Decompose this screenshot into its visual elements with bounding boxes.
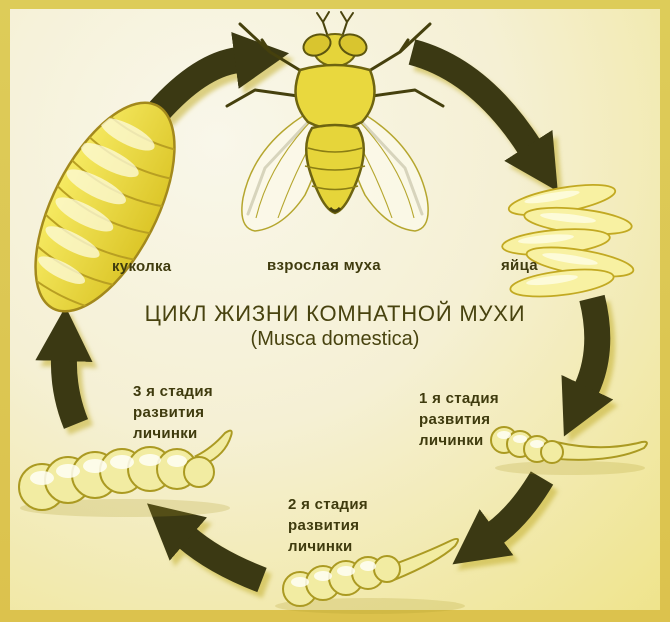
diagram-title: ЦИКЛ ЖИЗНИ КОМНАТНОЙ МУХИ [144, 301, 526, 326]
pupa-label: куколка [112, 258, 172, 275]
arrow-larva2-to-larva3-icon [147, 503, 267, 593]
diagram-subtitle: (Musca domestica) [250, 328, 420, 350]
eggs-illustration [501, 184, 635, 298]
larva-stage1-label: 1 я стадия развития личинки [419, 390, 499, 449]
larva-stage3-illustration [18, 429, 233, 517]
eggs-label: яйца [501, 257, 538, 274]
adult-fly-illustration [225, 11, 445, 232]
arrow-larva1-to-larva2-icon [452, 471, 554, 565]
arrow-pupa-to-adult-icon [148, 32, 290, 121]
adult-fly-label: взрослая муха [267, 257, 381, 274]
pupa-illustration [16, 101, 195, 314]
arrow-eggs-to-larva1-icon [561, 294, 614, 437]
cycle-arrows [35, 32, 614, 593]
larva-stage2-label: 2 я стадия развития личинки [288, 496, 368, 555]
larva-stage1-illustration [490, 426, 648, 475]
arrow-adult-to-eggs-icon [408, 39, 558, 192]
larva-stage2-illustration [275, 537, 465, 614]
arrow-larva3-to-pupa-icon [35, 306, 93, 429]
larva-stage3-label: 3 я стадия развития личинки [133, 383, 213, 442]
